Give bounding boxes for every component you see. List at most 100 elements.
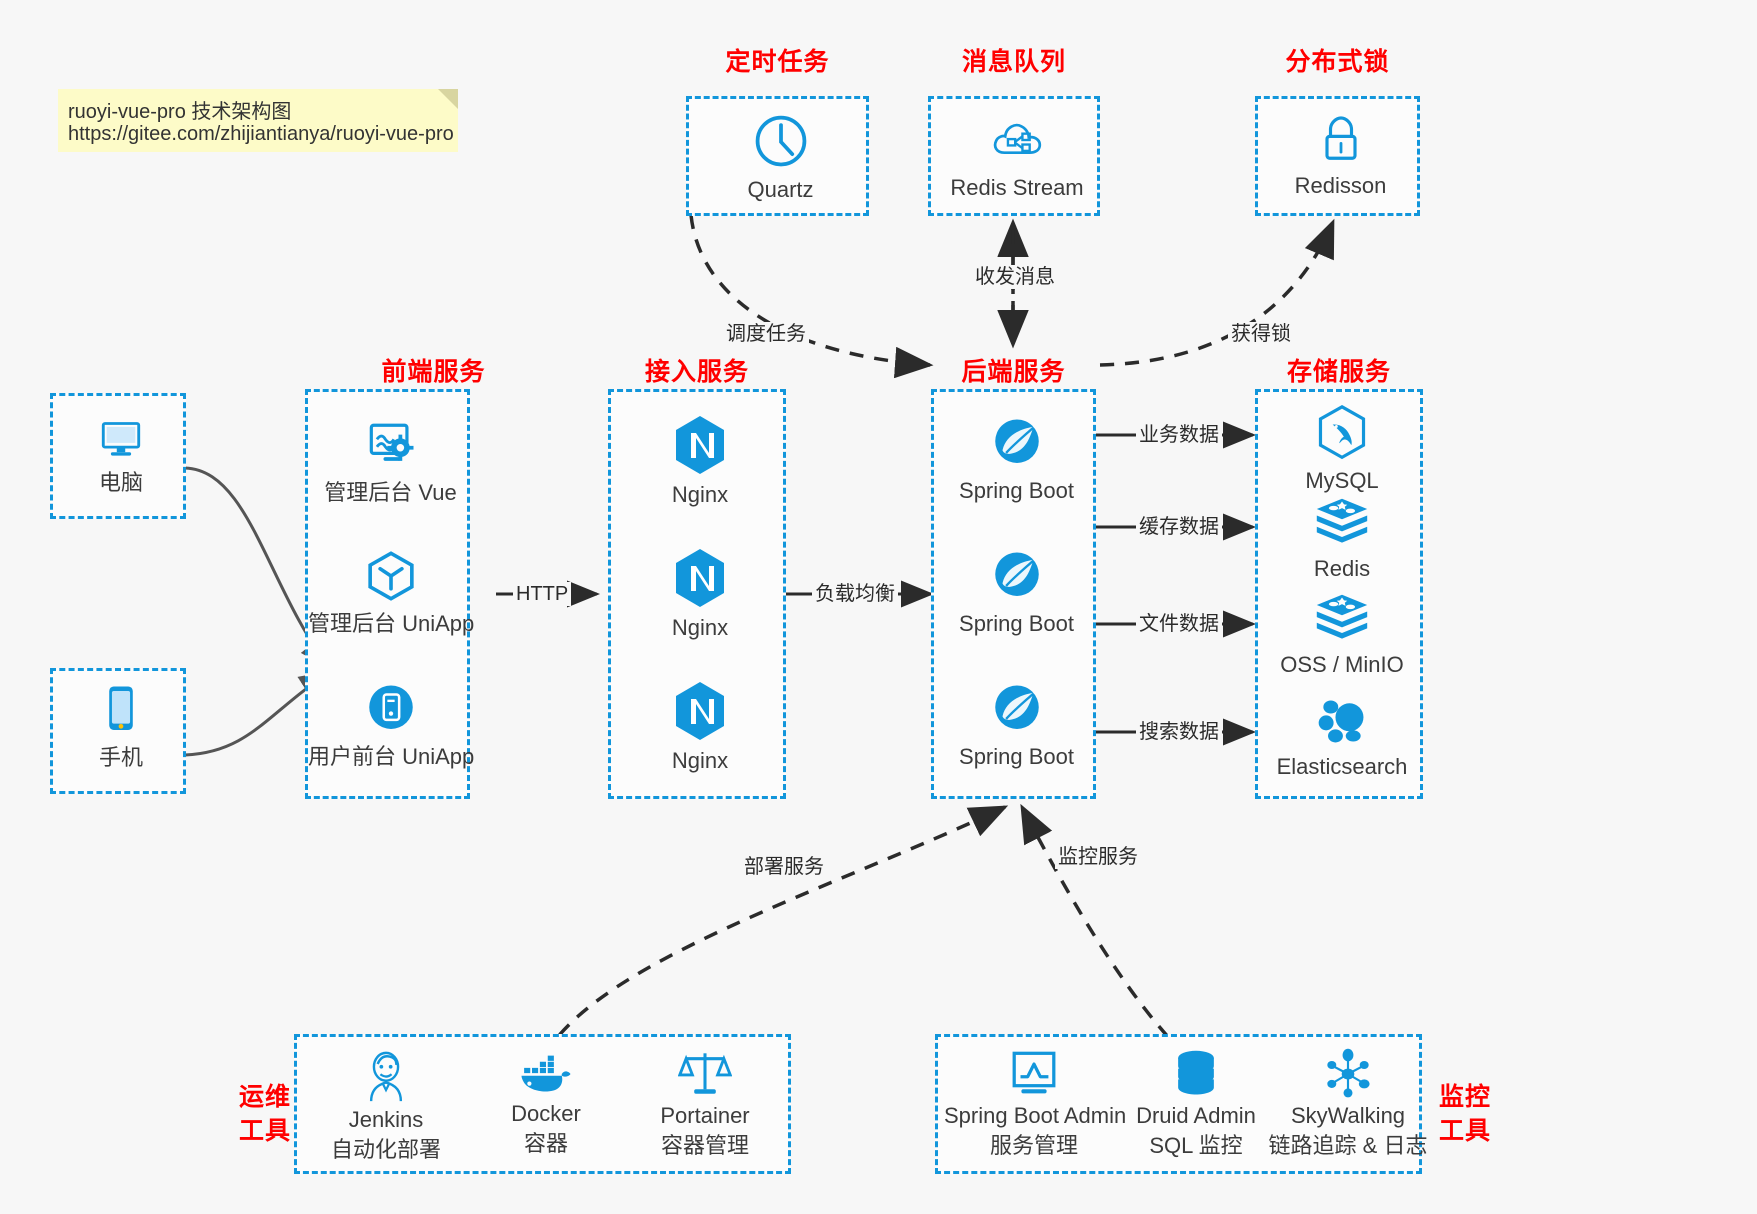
node-jenkins[interactable]: Jenkins 自动化部署 (311, 1049, 461, 1165)
node-label: Redis (1313, 556, 1371, 581)
node-portainer[interactable]: Portainer 容器管理 (630, 1047, 780, 1161)
nginx-icon (676, 549, 724, 607)
group-box-monitor[interactable]: Spring Boot Admin 服务管理 Druid Admin SQL 监… (935, 1034, 1427, 1174)
node-label: 管理后台 UniApp (308, 611, 475, 636)
node-phone[interactable]: 手机 (53, 681, 189, 773)
node-nginx-3[interactable]: Nginx (611, 680, 789, 776)
dashboard-gear-icon (369, 423, 413, 461)
node-user-uniapp[interactable]: 用户前台 UniApp (308, 680, 475, 772)
lock-icon (1324, 116, 1357, 160)
group-title-mq: 消息队列 (961, 48, 1066, 76)
group-title-gateway: 接入服务 (644, 358, 749, 386)
phone-icon (109, 686, 133, 730)
database-icon (1178, 1050, 1214, 1095)
group-title-storage: 存储服务 (1286, 358, 1391, 386)
node-redis[interactable]: Redis (1258, 496, 1426, 584)
group-box-gateway[interactable]: Nginx Nginx Nginx (608, 389, 786, 799)
edge-label-acquire-lock: 获得锁 (1228, 322, 1294, 346)
mysql-dolphin-icon (1318, 404, 1366, 460)
redis-stack-icon (1316, 498, 1368, 543)
node-label: Spring Boot (959, 611, 1074, 636)
group-box-devops[interactable]: Jenkins 自动化部署 Docker 容器 (294, 1034, 791, 1174)
spring-leaf-icon (994, 552, 1039, 596)
edge-label-file-data: 文件数据 (1136, 612, 1222, 636)
node-label: Docker (511, 1101, 581, 1126)
node-sublabel: 服务管理 (989, 1133, 1078, 1158)
node-redis-stream[interactable]: Redis Stream (931, 111, 1103, 203)
node-skywalking[interactable]: SkyWalking 链路追踪 & 日志 (1268, 1047, 1428, 1161)
cube-icon (367, 551, 414, 601)
mobile-circle-icon (368, 685, 413, 729)
node-label: 管理后台 Vue (324, 480, 457, 505)
node-spring-boot-admin[interactable]: Spring Boot Admin 服务管理 (944, 1047, 1127, 1161)
node-label: Redis Stream (950, 175, 1084, 200)
node-label: Nginx (671, 615, 729, 640)
node-spring-boot-1[interactable]: Spring Boot (934, 414, 1099, 506)
node-redisson[interactable]: Redisson (1258, 111, 1423, 201)
group-title-backend: 后端服务 (961, 358, 1066, 386)
node-admin-uniapp[interactable]: 管理后台 UniApp (308, 547, 475, 639)
note-line-1: ruoyi-vue-pro 技术架构图 (68, 101, 292, 123)
node-label: Redisson (1294, 173, 1387, 198)
note-line-2: https://gitee.com/zhijiantianya/ruoyi-vu… (68, 123, 454, 145)
desktop-icon (101, 422, 141, 456)
node-label: Nginx (671, 748, 729, 773)
group-box-scheduled[interactable]: Quartz (686, 96, 869, 216)
edge-label-http: HTTP (513, 582, 572, 606)
group-box-client-phone[interactable]: 手机 (50, 668, 186, 794)
node-nginx-2[interactable]: Nginx (611, 547, 789, 643)
node-label: Elasticsearch (1276, 754, 1408, 779)
group-title-lock: 分布式锁 (1285, 48, 1390, 76)
group-box-mq[interactable]: Redis Stream (928, 96, 1100, 216)
group-box-lock[interactable]: Redisson (1255, 96, 1420, 216)
node-label: Quartz (747, 177, 814, 202)
jenkins-butler-icon (369, 1051, 403, 1102)
node-sublabel: SQL 监控 (1149, 1133, 1243, 1158)
group-title-monitor-line2: 工具 (1438, 1117, 1491, 1145)
edge-label-send-receive-message: 收发消息 (972, 265, 1058, 289)
node-spring-boot-3[interactable]: Spring Boot (934, 680, 1099, 772)
node-desktop[interactable]: 电脑 (53, 410, 189, 498)
edge-label-business-data: 业务数据 (1136, 423, 1222, 447)
monitor-chart-icon (1012, 1051, 1056, 1094)
group-title-devops-line2: 工具 (238, 1117, 291, 1145)
node-label: Portainer (660, 1103, 750, 1128)
node-druid-admin[interactable]: Druid Admin SQL 监控 (1121, 1047, 1271, 1161)
edge-label-load-balance: 负载均衡 (812, 582, 898, 606)
elasticsearch-icon (1318, 700, 1364, 743)
spring-leaf-icon (994, 419, 1039, 463)
node-docker[interactable]: Docker 容器 (471, 1049, 621, 1159)
node-label: MySQL (1305, 468, 1379, 493)
group-box-storage[interactable]: MySQL Redis (1255, 389, 1423, 799)
note-card: ruoyi-vue-pro 技术架构图 https://gitee.com/zh… (58, 89, 458, 152)
scales-icon (678, 1053, 732, 1094)
node-oss-minio[interactable]: OSS / MinIO (1258, 592, 1426, 680)
node-label: SkyWalking (1290, 1103, 1406, 1128)
node-spring-boot-2[interactable]: Spring Boot (934, 547, 1099, 639)
group-title-monitor-line1: 监控 (1438, 1083, 1491, 1111)
node-sublabel: 链路追踪 & 日志 (1268, 1133, 1428, 1158)
group-title-frontend: 前端服务 (381, 358, 486, 386)
node-label: Spring Boot Admin (944, 1103, 1127, 1128)
clock-icon (755, 115, 806, 167)
node-mysql[interactable]: MySQL (1258, 404, 1426, 496)
group-box-backend[interactable]: Spring Boot Spring Boot Spring Boot (931, 389, 1096, 799)
node-quartz[interactable]: Quartz (689, 111, 872, 205)
redis-stack-icon (1316, 594, 1368, 639)
edge-label-schedule-task: 调度任务 (723, 322, 809, 346)
skywalking-icon (1327, 1048, 1370, 1098)
spring-leaf-icon (994, 685, 1039, 729)
node-nginx-1[interactable]: Nginx (611, 414, 789, 510)
group-box-client-desktop[interactable]: 电脑 (50, 393, 186, 519)
group-title-monitor: 监控 工具 (1430, 1080, 1500, 1148)
node-label: 用户前台 UniApp (308, 744, 475, 769)
note-fold-corner (438, 89, 458, 109)
group-box-frontend[interactable]: 管理后台 Vue 管理后台 UniApp 用户前台 UniApp (305, 389, 475, 799)
node-label: 手机 (98, 745, 143, 770)
group-title-devops-line1: 运维 (238, 1083, 291, 1111)
node-elasticsearch[interactable]: Elasticsearch (1258, 694, 1426, 782)
node-sublabel: 容器 (523, 1131, 568, 1156)
node-admin-vue[interactable]: 管理后台 Vue (308, 414, 473, 508)
